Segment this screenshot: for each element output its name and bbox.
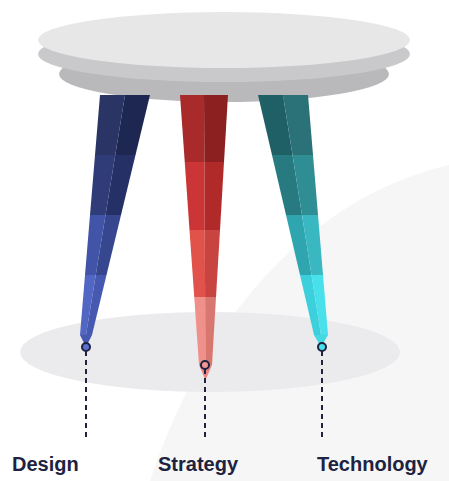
leader-line [204, 369, 206, 440]
leg-facet [180, 95, 204, 162]
leg-facet [106, 155, 136, 215]
leg-facet [190, 230, 206, 297]
leg-label: Strategy [158, 452, 238, 476]
leader-line [321, 351, 323, 440]
leg-label: Technology [317, 452, 428, 476]
leg-facet [283, 95, 313, 155]
leg-facet [115, 95, 150, 155]
leg-facet [204, 95, 228, 162]
leader-dot [318, 343, 326, 351]
leg-facet [185, 162, 205, 230]
leg-facet [194, 297, 205, 365]
technology-leg [258, 95, 328, 347]
leg-facet [205, 297, 216, 365]
strategy-leg [180, 95, 228, 380]
leader-line [85, 351, 87, 440]
leg-facet [302, 215, 323, 275]
leader-lines [82, 343, 326, 440]
leg-facet [86, 275, 107, 335]
leg-facet [96, 215, 121, 275]
leg-facet [293, 155, 319, 215]
leg-facet [205, 230, 220, 297]
leg-label: Design [12, 452, 79, 476]
leg-facet [312, 275, 329, 335]
design-leg [80, 95, 150, 347]
leader-dot [82, 343, 90, 351]
seat-top [38, 12, 410, 68]
leg-facet [204, 162, 224, 230]
leader-dot [201, 361, 209, 369]
